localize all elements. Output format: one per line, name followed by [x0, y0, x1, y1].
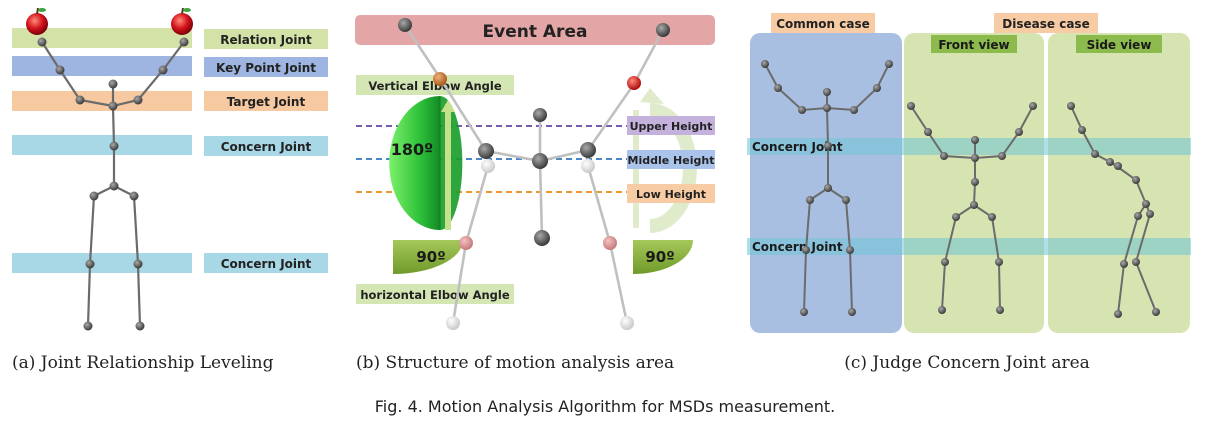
- band-relation: [12, 28, 192, 48]
- angle-90-wedge-left: [393, 240, 463, 274]
- legend-keypoint: Key Point Joint: [216, 61, 316, 75]
- vertical-angle-label-bg: [356, 75, 514, 95]
- low-height-bg: [627, 184, 715, 203]
- panel-b: Event Area Vertical Elbow Angle 180º Upp…: [355, 15, 715, 373]
- skeleton-front-joints: [907, 102, 1037, 314]
- legend-target: Target Joint: [227, 95, 306, 109]
- disease-case-label-bg: [994, 13, 1098, 33]
- front-view-label: Front view: [938, 38, 1009, 52]
- disease-case-label: Disease case: [1002, 17, 1089, 31]
- angle-90-left-label: 90º: [416, 248, 445, 266]
- skeleton-a-joints: [37, 37, 189, 331]
- caption-b: (b) Structure of motion analysis area: [356, 353, 674, 373]
- band-concern-lower: [12, 253, 192, 273]
- event-area-label: Event Area: [483, 22, 588, 42]
- caption-a: (a) Joint Relationship Leveling: [12, 353, 274, 373]
- panel-a: Relation Joint Key Point Joint Target Jo…: [12, 7, 328, 373]
- angle-90-right-label: 90º: [645, 248, 674, 266]
- concern-band-upper: [747, 138, 1191, 155]
- event-area-bar: [355, 15, 715, 45]
- skeleton-b-joints: [398, 18, 670, 330]
- common-case-label-bg: [771, 13, 875, 33]
- band-concern-upper: [12, 135, 192, 155]
- vertical-angle-arc: [389, 96, 463, 230]
- side-view-label: Side view: [1087, 38, 1152, 52]
- low-height-label: Low Height: [636, 188, 706, 201]
- common-case-panel: [750, 33, 902, 333]
- upper-height-label: Upper Height: [630, 120, 713, 133]
- angle-180-label: 180º: [391, 140, 433, 159]
- legend-concern1: Concern Joint: [221, 140, 312, 154]
- caption-c: (c) Judge Concern Joint area: [844, 353, 1090, 373]
- horizontal-angle-label: horizontal Elbow Angle: [360, 288, 510, 302]
- apple-icon-left: [26, 7, 48, 35]
- angle-90-wedge-right: [633, 240, 693, 274]
- figure-caption: Fig. 4. Motion Analysis Algorithm for MS…: [375, 397, 835, 416]
- middle-height-label: Middle Height: [628, 154, 715, 167]
- vertical-angle-label: Vertical Elbow Angle: [368, 79, 502, 93]
- concern-band-lower: [747, 238, 1191, 255]
- legend-relation: Relation Joint: [220, 33, 312, 47]
- skeleton-common-joints: [761, 60, 893, 316]
- concern-joint-label-1: Concern Joint: [752, 140, 843, 154]
- legend-relation-bg: [204, 29, 328, 49]
- apple-icon-right: [171, 7, 193, 35]
- legend-concern1-bg: [204, 136, 328, 156]
- side-view-label-bg: [1076, 35, 1162, 53]
- side-view-panel: [1048, 33, 1190, 333]
- upper-height-bg: [627, 116, 715, 135]
- concern-joint-label-2: Concern Joint: [752, 240, 843, 254]
- middle-height-bg: [627, 150, 715, 169]
- legend-concern2: Concern Joint: [221, 257, 312, 271]
- legend-target-bg: [204, 91, 328, 111]
- common-case-label: Common case: [776, 17, 870, 31]
- skeleton-side-joints: [1067, 102, 1160, 318]
- horizontal-angle-label-bg: [356, 284, 514, 304]
- legend-concern2-bg: [204, 253, 328, 273]
- band-target: [12, 91, 192, 111]
- panel-c: Common case Disease case Front view Side…: [747, 13, 1191, 373]
- front-view-label-bg: [931, 35, 1017, 53]
- legend-keypoint-bg: [204, 57, 328, 77]
